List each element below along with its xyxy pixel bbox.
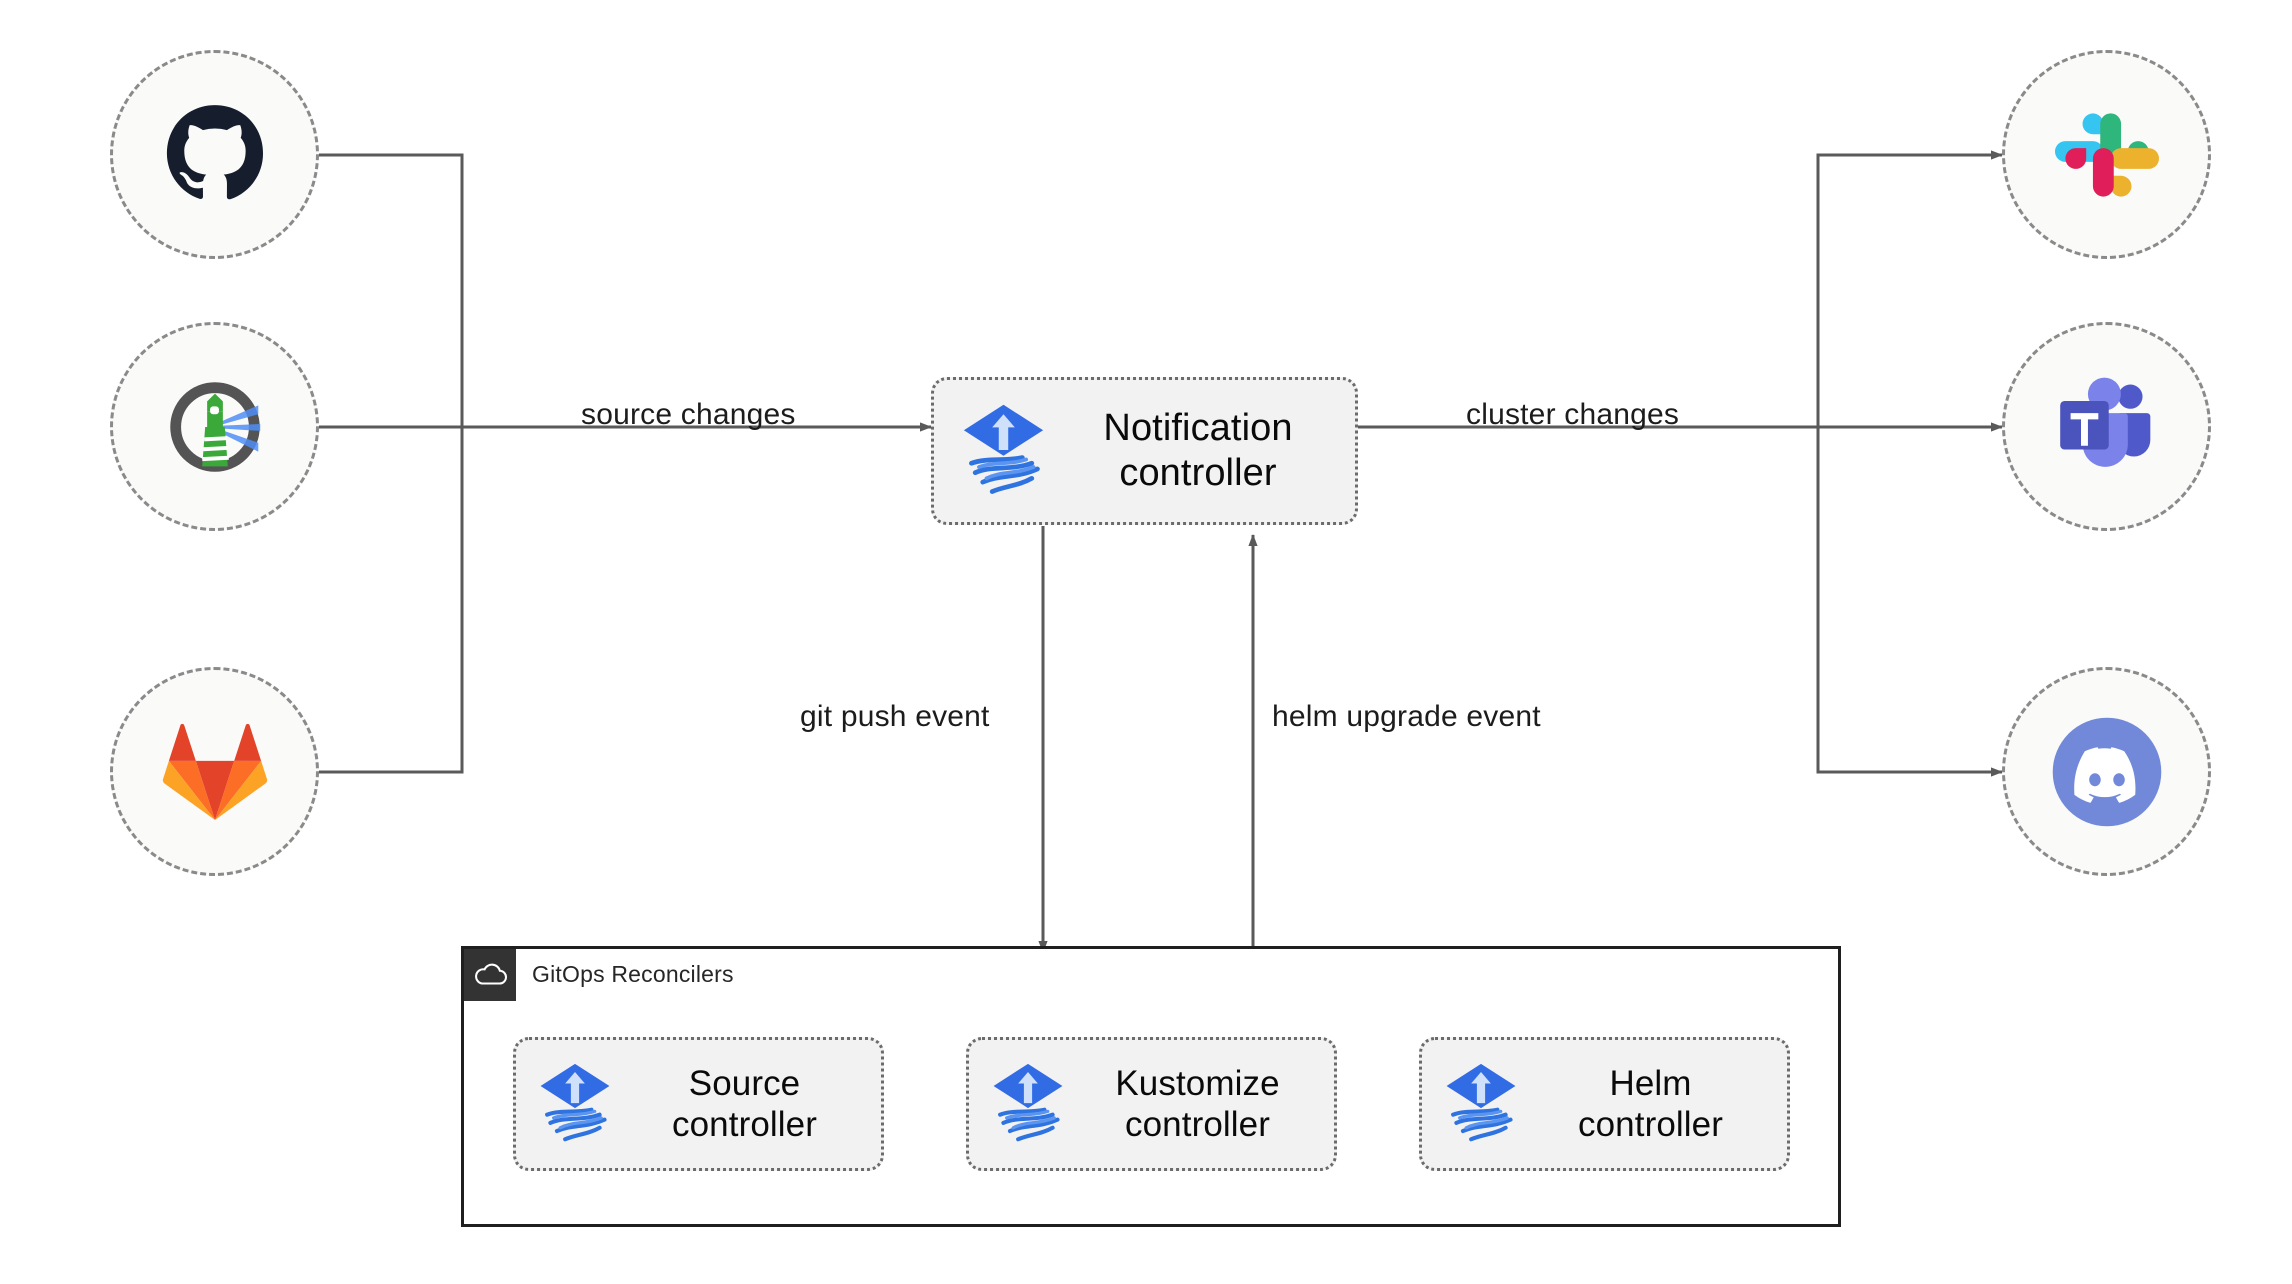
edge-label-cluster-changes: cluster changes [1466, 398, 1680, 431]
flux-lighthouse-icon [169, 381, 260, 472]
github-icon [166, 104, 263, 199]
flux-controller-icon [956, 401, 1051, 501]
cloud-icon [475, 963, 507, 985]
wire-trunk-to-discord [1816, 427, 2003, 777]
target-node-teams[interactable] [2002, 322, 2211, 531]
edge-label-git-push-event: git push event [800, 700, 990, 733]
discord-icon [2052, 717, 2161, 826]
source-controller-label: Source controller [672, 1063, 817, 1144]
edge-label-helm-upgrade-event: helm upgrade event [1272, 700, 1541, 733]
kustomize-controller-label: Kustomize controller [1115, 1063, 1280, 1144]
target-node-slack[interactable] [2002, 50, 2211, 259]
gitops-reconcilers-title: GitOps Reconcilers [532, 961, 734, 987]
flux-controller-icon [1440, 1060, 1522, 1148]
gitlab-icon [162, 723, 267, 820]
notification-controller-card[interactable]: Notification controller [931, 377, 1358, 525]
helm-controller-label: Helm controller [1578, 1063, 1723, 1144]
edge-label-source-changes: source changes [581, 398, 796, 431]
flux-controller-icon [534, 1060, 616, 1148]
flux-controller-icon [987, 1060, 1069, 1148]
kustomize-controller-card[interactable]: Kustomize controller [966, 1037, 1337, 1171]
source-node-github[interactable] [110, 50, 319, 259]
helm-controller-card[interactable]: Helm controller [1419, 1037, 1790, 1171]
slack-icon [2054, 112, 2159, 197]
source-node-flux[interactable] [110, 322, 319, 531]
target-node-discord[interactable] [2002, 667, 2211, 876]
cloud-icon-badge [464, 949, 516, 1001]
notification-controller-label: Notification controller [1103, 407, 1293, 494]
wire-trunk-to-slack [1816, 150, 2003, 427]
ms-teams-icon [2059, 377, 2150, 467]
source-controller-card[interactable]: Source controller [513, 1037, 884, 1171]
source-node-gitlab[interactable] [110, 667, 319, 876]
